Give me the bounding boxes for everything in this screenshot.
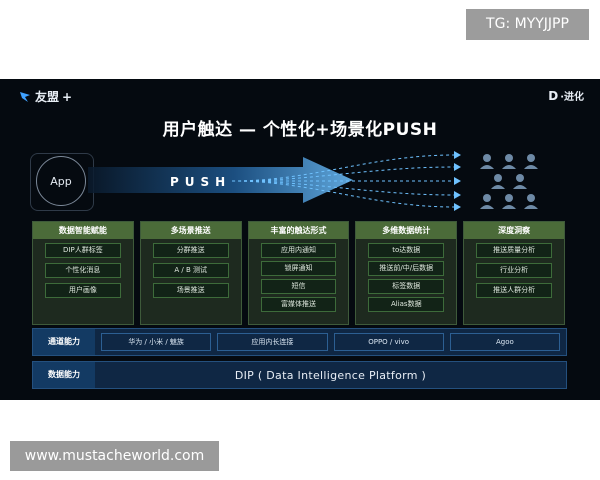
di-mark: D bbox=[548, 88, 559, 103]
push-label: PUSH bbox=[170, 175, 232, 189]
list-item: DIP人群标签 bbox=[45, 243, 121, 258]
list-item: Alias数据 bbox=[368, 297, 445, 312]
list-item: to达数据 bbox=[368, 243, 445, 258]
capability-columns: 数据智能赋能 DIP人群标签 个性化消息 用户画像 多场景推送 分群推送 A /… bbox=[32, 221, 565, 325]
push-rays-icon bbox=[232, 151, 461, 211]
list-item: 短信 bbox=[260, 279, 337, 294]
app-label: App bbox=[50, 174, 72, 188]
bird-icon bbox=[20, 91, 30, 102]
channel-row: 通道能力 华为 / 小米 / 魅族 应用内长连接 OPPO / vivo Ago… bbox=[32, 328, 567, 356]
list-item: 推送人群分析 bbox=[476, 283, 552, 298]
di-logo: D ·进化 bbox=[548, 88, 584, 104]
list-item: 场景推送 bbox=[152, 283, 229, 298]
channel-item: 华为 / 小米 / 魅族 bbox=[101, 333, 212, 351]
push-arrow-icon bbox=[88, 157, 353, 203]
column-title: 丰富的触达形式 bbox=[248, 222, 349, 239]
channel-item: OPPO / vivo bbox=[333, 333, 444, 351]
channel-item: Agoo bbox=[449, 333, 560, 351]
list-item: 分群推送 bbox=[152, 243, 229, 258]
brand-suffix: + bbox=[62, 89, 73, 104]
column-data-stats: 多维数据统计 to达数据 推送前/中/后数据 标签数据 Alias数据 bbox=[355, 221, 458, 325]
column-title: 深度洞察 bbox=[464, 222, 564, 239]
app-icon: App bbox=[36, 156, 86, 206]
slide: 友盟 + D ·进化 用户触达 — 个性化+场景化PUSH App PUSH bbox=[0, 79, 600, 400]
column-reach-forms: 丰富的触达形式 应用内通知 锁屏通知 短信 富媒体推送 bbox=[247, 221, 350, 325]
list-item: 标签数据 bbox=[368, 279, 445, 294]
di-text: ·进化 bbox=[560, 92, 584, 103]
channel-row-label: 通道能力 bbox=[33, 329, 95, 355]
channel-item: 应用内长连接 bbox=[217, 333, 328, 351]
watermark-top: TG: MYYJJPP bbox=[466, 9, 589, 40]
column-title: 多场景推送 bbox=[140, 222, 241, 239]
data-row-label: 数据能力 bbox=[33, 362, 95, 388]
watermark-bottom: www.mustacheworld.com bbox=[10, 441, 219, 471]
dip-platform-text: DIP ( Data Intelligence Platform ) bbox=[234, 368, 427, 382]
users-group-icon bbox=[480, 154, 538, 209]
umeng-logo: 友盟 + bbox=[18, 88, 72, 105]
list-item: A / B 测试 bbox=[152, 263, 229, 278]
column-multi-scene: 多场景推送 分群推送 A / B 测试 场景推送 bbox=[139, 221, 242, 325]
list-item: 用户画像 bbox=[45, 283, 121, 298]
list-item: 锁屏通知 bbox=[260, 261, 337, 276]
list-item: 行业分析 bbox=[476, 263, 552, 278]
list-item: 富媒体推送 bbox=[260, 297, 337, 312]
page-title: 用户触达 — 个性化+场景化PUSH bbox=[162, 120, 438, 140]
column-deep-insight: 深度洞察 推送质量分析 行业分析 推送人群分析 bbox=[463, 221, 565, 325]
column-title: 多维数据统计 bbox=[356, 222, 457, 239]
list-item: 推送前/中/后数据 bbox=[368, 261, 445, 276]
column-data-intelligence: 数据智能赋能 DIP人群标签 个性化消息 用户画像 bbox=[32, 221, 134, 325]
data-row: 数据能力 DIP ( Data Intelligence Platform ) bbox=[32, 361, 567, 389]
column-title: 数据智能赋能 bbox=[33, 222, 133, 239]
list-item: 应用内通知 bbox=[260, 243, 337, 258]
brand-name: 友盟 bbox=[35, 90, 60, 104]
list-item: 个性化消息 bbox=[45, 263, 121, 278]
list-item: 推送质量分析 bbox=[476, 243, 552, 258]
